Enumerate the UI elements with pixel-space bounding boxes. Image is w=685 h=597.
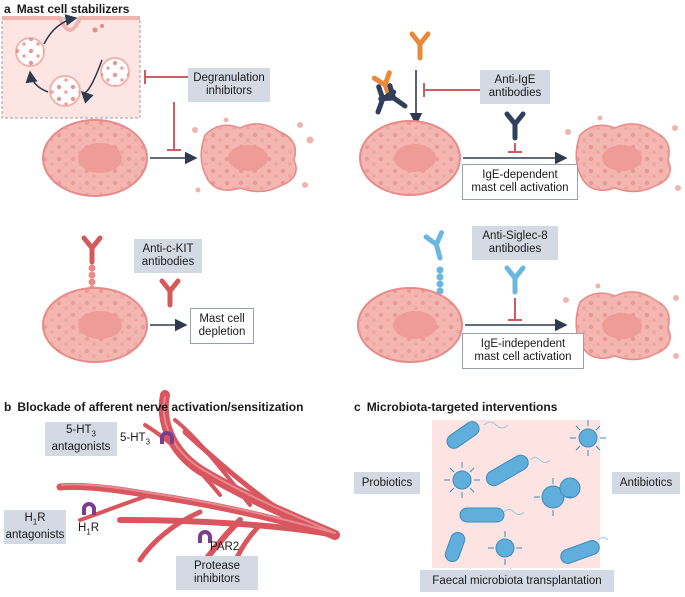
ige-dependent-box: IgE-dependent mast cell activation (462, 164, 578, 200)
antibiotics-box: Antibiotics (612, 472, 680, 494)
depletion-line2: depletion (198, 326, 246, 338)
fmt-label: Faecal microbiota transplantation (432, 574, 602, 587)
protease-line2: inhibitors (193, 573, 241, 585)
anti-ige-box: Anti-IgE antibodies (480, 70, 550, 104)
anti-ige-line1: Anti-IgE (494, 74, 536, 86)
panel-b-heading: b Blockade of afferent nerve activation/s… (4, 400, 303, 414)
degranulation-inhibitors-box: Degranulation inhibitors (188, 68, 270, 102)
ige-dependent-line1: IgE-dependent (482, 169, 558, 181)
anti-siglec8-line1: Anti-Siglec-8 (482, 230, 548, 242)
degranulated-cell-a4 (563, 283, 679, 361)
nerve-highlights (61, 396, 336, 534)
h1r-antagonists-box: H1R antagonists (4, 510, 66, 544)
antibiotics-label: Antibiotics (619, 476, 673, 489)
degranulation-inset (1, 14, 141, 135)
degranulated-cell-a1 (192, 117, 314, 193)
mast-cell-a2 (359, 120, 461, 196)
h1r-antagonists-line1: H1R (24, 512, 46, 527)
panel-c-title: Microbiota-targeted interventions (366, 400, 558, 414)
panel-b-letter: b (4, 400, 12, 414)
probiotics-label: Probiotics (361, 476, 413, 489)
panel-a-heading: a Mast cell stabilizers (4, 2, 129, 16)
mast-cell-depletion-box: Mast cell depletion (190, 308, 254, 344)
inhibition-siglec8 (508, 298, 522, 321)
degranulation-line1: Degranulation (193, 72, 265, 84)
depletion-line1: Mast cell (199, 313, 245, 325)
inhibition-lines-degranulation (144, 70, 188, 151)
5ht3-receptor-label: 5-HT3 (120, 432, 151, 447)
receptor-h1r (82, 502, 96, 515)
5ht3-antagonists-line1: 5-HT3 (65, 424, 96, 439)
fmt-box: Faecal microbiota transplantation (420, 570, 614, 592)
degranulated-cell-a2 (565, 115, 681, 193)
receptor-5ht3 (160, 431, 174, 444)
probiotics-box: Probiotics (354, 472, 420, 494)
mast-cell-a3 (42, 287, 148, 363)
protease-inhibitors-box: Protease inhibitors (176, 556, 258, 590)
receptor-par2 (198, 530, 212, 543)
panel-a-letter: a (4, 2, 11, 16)
mast-cell-a4 (357, 287, 463, 363)
anti-ckit-line1: Anti-c-KIT (142, 243, 194, 255)
mast-cell-a1 (42, 119, 148, 197)
ige-independent-line1: IgE-independent (480, 338, 566, 350)
antibody-orange-top (412, 34, 428, 58)
ige-antibodies-cluster (370, 73, 409, 115)
par2-label: PAR2 (210, 541, 240, 553)
ige-dependent-line2: mast cell activation (471, 182, 569, 194)
ige-independent-box: IgE-independent mast cell activation (462, 333, 584, 369)
panel-c-letter: c (354, 400, 361, 414)
5ht3-antagonists-line2: antagonists (51, 440, 111, 453)
inhibition-anti-ige (423, 83, 480, 97)
anti-siglec8-box: Anti-Siglec-8 antibodies (472, 226, 558, 260)
degranulation-line2: inhibitors (205, 85, 253, 97)
h1r-receptor-label: H1R (78, 522, 100, 537)
anti-ckit-line2: antibodies (141, 256, 195, 268)
ige-independent-line2: mast cell activation (474, 351, 572, 363)
microbes (444, 420, 609, 565)
c-kit-receptor-antibody (84, 238, 100, 293)
panel-b-title: Blockade of afferent nerve activation/se… (17, 400, 304, 414)
anti-ckit-box: Anti-c-KIT antibodies (134, 239, 202, 273)
anti-siglec8-line2: antibodies (488, 243, 542, 255)
antibody-red-ckit (162, 281, 178, 305)
antibody-blue-siglec8 (507, 268, 523, 292)
protease-line1: Protease (193, 560, 241, 572)
h1r-antagonists-line2: antagonists (5, 528, 65, 541)
siglec8-receptor-antibody (426, 233, 448, 295)
panel-a-title: Mast cell stabilizers (16, 2, 130, 16)
anti-ige-line2: antibodies (488, 87, 542, 99)
antibody-navy-anti-ige (507, 114, 523, 138)
panel-c-heading: c Microbiota-targeted interventions (354, 400, 557, 414)
5ht3-antagonists-box: 5-HT3 antagonists (45, 422, 117, 456)
inhibition-anti-ige-2 (508, 143, 522, 153)
